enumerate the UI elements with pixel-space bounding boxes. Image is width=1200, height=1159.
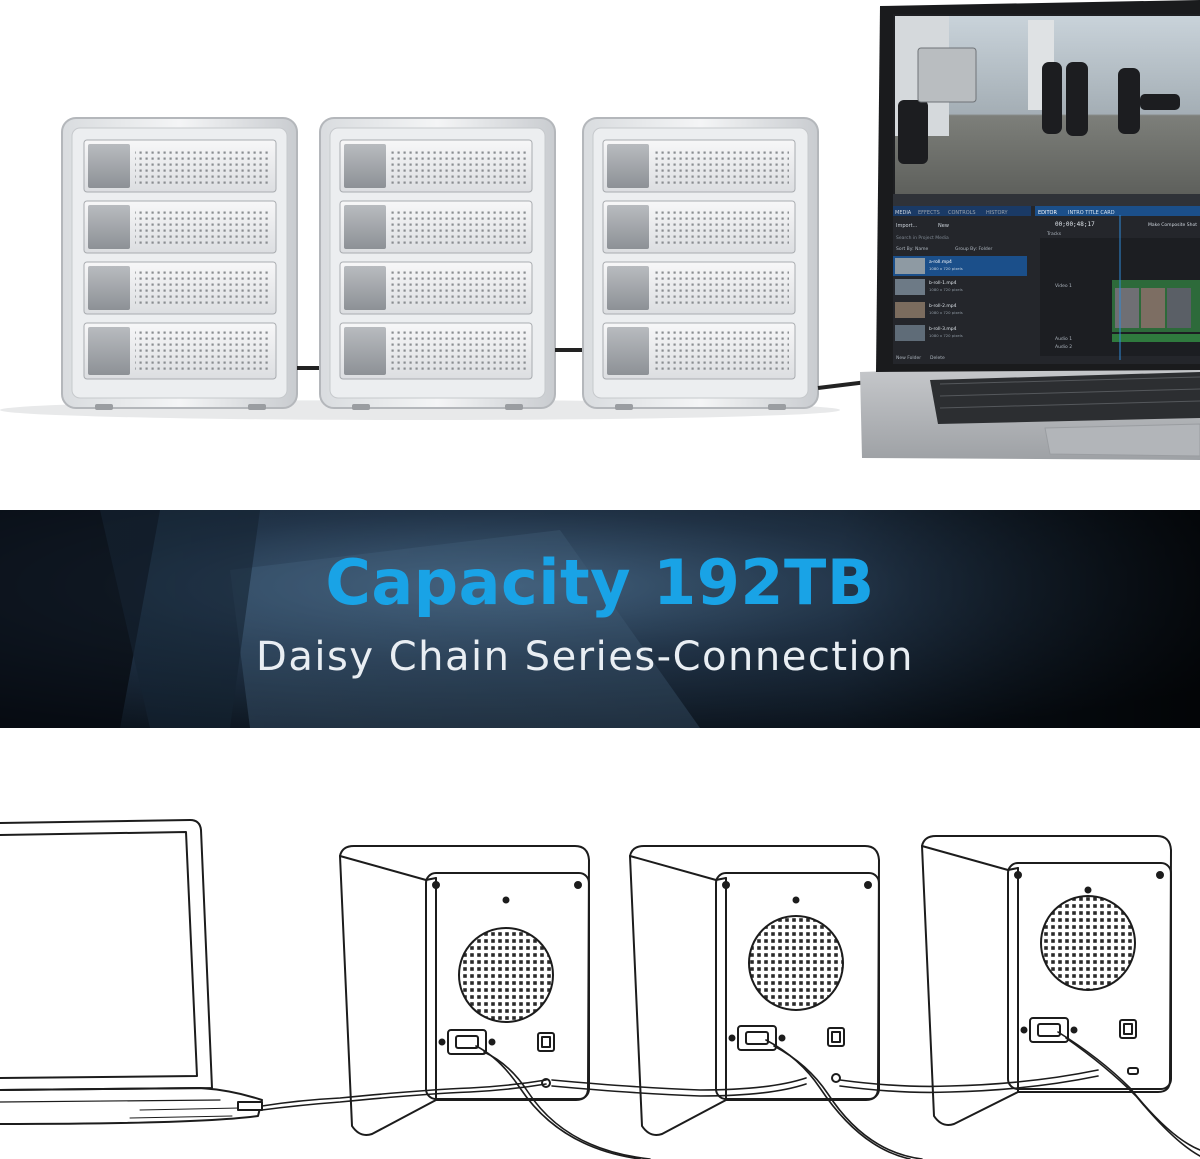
enclosure-back-3 xyxy=(921,835,1172,1126)
delete-button[interactable]: Delete xyxy=(930,355,945,361)
daisy-chain-diagram xyxy=(0,819,1200,1159)
composite-button[interactable]: Make Composite Shot xyxy=(1148,222,1197,228)
track-label: Audio 1 xyxy=(1055,336,1072,342)
drive-bay[interactable] xyxy=(602,200,796,254)
drive-bay[interactable] xyxy=(339,139,533,193)
track-label: Video 1 xyxy=(1055,283,1072,289)
media-meta: 1080 x 720 pixels xyxy=(929,310,963,315)
drive-bay[interactable] xyxy=(602,322,796,380)
app-tab[interactable]: HISTORY xyxy=(986,210,1009,216)
enclosure-back-1 xyxy=(339,845,590,1136)
media-name: b-roll-3.mp4 xyxy=(929,326,957,332)
drive-bay[interactable] xyxy=(83,322,277,380)
list-item[interactable]: b-roll-2.mp4 1080 x 720 pixels xyxy=(895,302,963,318)
banner-background xyxy=(0,510,1200,728)
laptop: MEDIA EFFECTS CONTROLS HISTORY EDITOR IN… xyxy=(860,0,1200,460)
track-label: Audio 2 xyxy=(1055,344,1072,350)
editor-tab[interactable]: EDITOR xyxy=(1038,210,1057,216)
banner: Capacity 192TB Daisy Chain Series-Connec… xyxy=(0,510,1200,728)
import-button[interactable]: Import... xyxy=(896,223,918,229)
media-meta: 1080 x 720 pixels xyxy=(929,333,963,338)
media-meta: 1080 x 720 pixels xyxy=(929,287,963,292)
app-tab[interactable]: CONTROLS xyxy=(948,210,976,216)
media-name: a-roll.mp4 xyxy=(929,259,952,265)
media-meta: 1080 x 720 pixels xyxy=(929,266,963,271)
media-search-input[interactable]: Search in Project Media xyxy=(896,235,949,241)
tracks-label: Tracks xyxy=(1046,231,1062,237)
drive-bay[interactable] xyxy=(83,261,277,315)
daisy-chain-cables xyxy=(261,1031,1200,1159)
timecode: 00;00;48;17 xyxy=(1055,221,1095,228)
list-item[interactable]: a-roll.mp4 1080 x 720 pixels xyxy=(893,256,1027,276)
banner-title: Capacity 192TB xyxy=(325,546,875,619)
timeline-clips[interactable] xyxy=(1112,280,1200,342)
media-name: b-roll-2.mp4 xyxy=(929,303,957,309)
drive-bay[interactable] xyxy=(83,200,277,254)
sort-label[interactable]: Sort By: Name xyxy=(896,246,929,252)
drive-bay[interactable] xyxy=(339,261,533,315)
drive-bay[interactable] xyxy=(602,261,796,315)
drive-bay[interactable] xyxy=(339,322,533,380)
enclosure-back-2 xyxy=(629,845,880,1136)
list-item[interactable]: b-roll-3.mp4 1080 x 720 pixels xyxy=(895,325,963,341)
banner-subtitle: Daisy Chain Series-Connection xyxy=(256,634,914,680)
enclosure-1 xyxy=(61,117,298,410)
drive-bay[interactable] xyxy=(602,139,796,193)
media-name: b-roll-1.mp4 xyxy=(929,280,957,286)
drive-bay[interactable] xyxy=(339,200,533,254)
app-tab[interactable]: EFFECTS xyxy=(918,210,940,216)
list-item[interactable]: b-roll-1.mp4 1080 x 720 pixels xyxy=(895,279,963,295)
drive-bay[interactable] xyxy=(83,139,277,193)
product-photo-scene: MEDIA EFFECTS CONTROLS HISTORY EDITOR IN… xyxy=(0,0,1200,460)
group-label[interactable]: Group By: Folder xyxy=(955,246,993,252)
enclosure-2 xyxy=(319,117,556,410)
new-folder-button[interactable]: New Folder xyxy=(896,355,921,361)
enclosure-3 xyxy=(582,117,819,410)
media-list: a-roll.mp4 1080 x 720 pixels b-roll-1.mp… xyxy=(893,256,1027,341)
new-button[interactable]: New xyxy=(938,223,949,229)
editor-tab[interactable]: INTRO TITLE CARD xyxy=(1068,210,1115,216)
laptop-outline xyxy=(0,819,263,1125)
app-tab[interactable]: MEDIA xyxy=(895,210,912,216)
